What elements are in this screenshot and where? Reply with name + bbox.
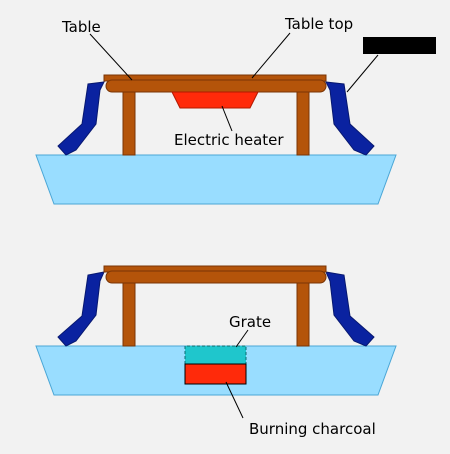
burning-charcoal [184, 363, 247, 385]
redacted-label-box [363, 37, 436, 54]
label-table: Table [61, 18, 101, 36]
label-electric-heater: Electric heater [174, 131, 284, 149]
leader-table-top [251, 32, 291, 79]
table-leg-right-top [296, 87, 310, 156]
leader-burning-charcoal [225, 381, 244, 419]
table-leg-right-bottom [296, 279, 310, 347]
leader-electric-heater [221, 105, 233, 132]
blanket-right-bottom [325, 271, 375, 347]
label-burning-charcoal: Burning charcoal [249, 420, 376, 438]
table-leg-left-bottom [122, 279, 136, 347]
grate-outline [184, 345, 247, 364]
electric-kotatsu: Table Table top Electric heater [35, 15, 436, 205]
charcoal-kotatsu: Grate Burning charcoal [35, 265, 397, 438]
table-frame-bottom [105, 270, 327, 284]
blanket-left-top [57, 81, 105, 156]
leader-blanket [346, 54, 379, 93]
label-table-top: Table top [284, 15, 353, 33]
label-grate: Grate [229, 313, 271, 331]
floor-pit-top [35, 154, 397, 205]
table-frame-top [105, 79, 327, 93]
grate [185, 346, 246, 364]
table-leg-left-top [122, 87, 136, 156]
electric-heater [171, 91, 259, 109]
blanket-left-bottom [57, 271, 105, 347]
leader-grate [235, 329, 249, 348]
blanket-right-top [325, 81, 375, 156]
leader-table [89, 33, 133, 81]
